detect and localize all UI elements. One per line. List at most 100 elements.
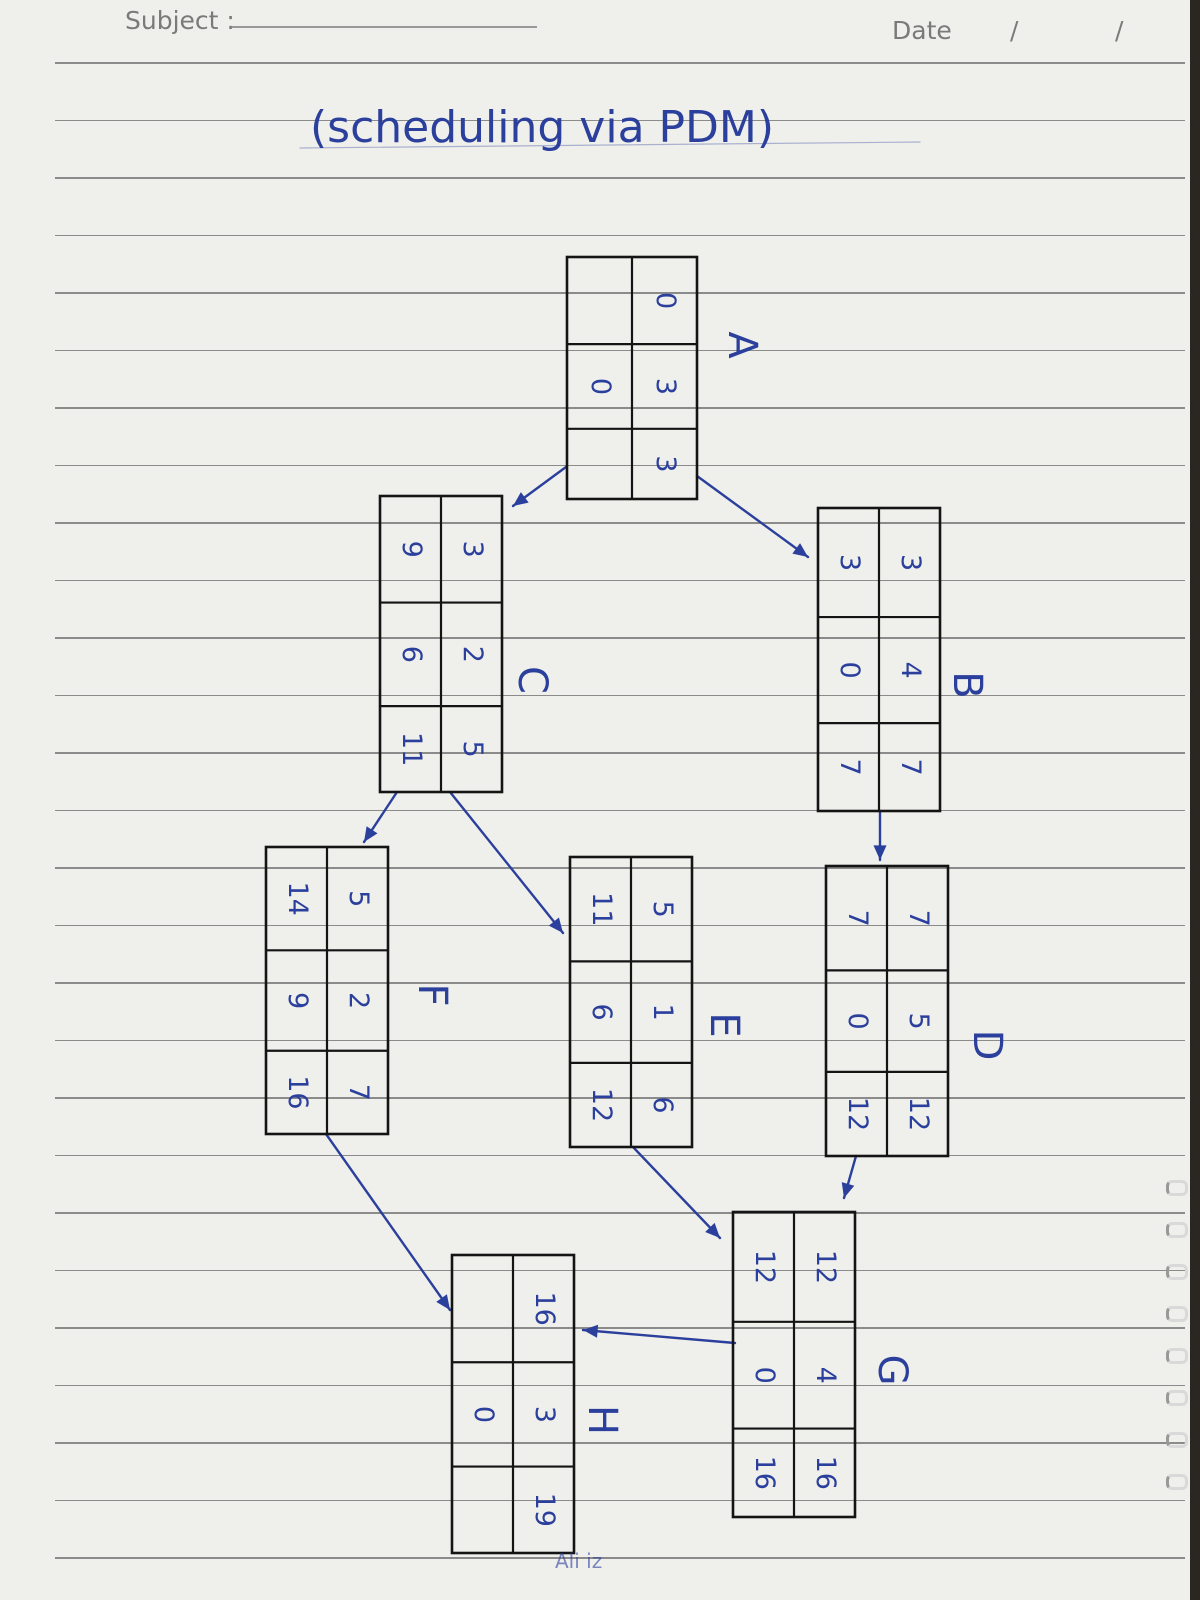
subject-label: Subject : (125, 6, 235, 35)
node-finish: 5 (457, 740, 488, 757)
node-late-finish: 7 (834, 758, 865, 775)
diagram-title: (scheduling via PDM) (310, 102, 774, 153)
arrow-e-to-g (631, 1145, 722, 1240)
ruled-line (55, 349, 1185, 351)
node-float: 9 (282, 992, 313, 1009)
ruled-line (55, 637, 1185, 639)
ruled-line (55, 1269, 1185, 1271)
node-finish: 16 (810, 1456, 841, 1490)
binding-ring (1166, 1390, 1188, 1406)
binding-ring (1166, 1306, 1188, 1322)
arrowhead (513, 492, 529, 506)
activity-nodes: 0330A347307B3259611C75127012D51611612E52… (264, 255, 1010, 1555)
node-late-start: 11 (586, 892, 617, 926)
node-label: H (579, 1405, 625, 1435)
ruled-line (55, 119, 1185, 121)
node-duration: 2 (457, 646, 488, 663)
ruled-line (55, 694, 1185, 696)
spiral-binding (1166, 1180, 1190, 1520)
node-float: 0 (585, 378, 616, 395)
node-start: 0 (650, 292, 681, 309)
arrowhead (841, 1182, 855, 1198)
node-float: 6 (396, 646, 427, 663)
arrowhead (583, 1324, 599, 1338)
ruled-line (55, 924, 1185, 926)
activity-node-c: 3 2 5 9 6 11 C (378, 494, 555, 794)
node-late-finish: 12 (842, 1097, 873, 1131)
node-label: B (944, 671, 990, 698)
ruled-line (55, 1097, 1185, 1099)
node-finish: 6 (647, 1096, 678, 1113)
arrowhead (436, 1294, 450, 1310)
node-finish: 12 (903, 1097, 934, 1131)
node-start: 12 (810, 1250, 841, 1284)
ruled-line (55, 464, 1185, 466)
ruled-line (55, 982, 1185, 984)
ruled-line (55, 292, 1185, 294)
node-start: 3 (895, 554, 926, 571)
node-start: 7 (903, 910, 934, 927)
node-late-finish: 16 (282, 1075, 313, 1109)
arrowhead (873, 845, 887, 860)
node-float: 0 (842, 1013, 873, 1030)
arrow-c-to-e (448, 790, 565, 935)
node-label: D (964, 1030, 1010, 1061)
node-finish: 19 (529, 1493, 560, 1527)
node-late-start: 9 (396, 541, 427, 558)
node-float: 0 (468, 1406, 499, 1423)
node-label: A (719, 331, 765, 359)
ruled-line (55, 579, 1185, 581)
ruled-line (55, 234, 1185, 236)
binding-ring (1166, 1180, 1188, 1196)
footer-mark: Ali iz (555, 1549, 602, 1573)
node-late-start: 7 (842, 910, 873, 927)
ruled-line (55, 1557, 1185, 1559)
dependency-arrows (324, 465, 887, 1345)
arrow-line (581, 1328, 737, 1345)
arrow-d-to-g (841, 1154, 858, 1200)
binding-ring (1166, 1264, 1188, 1280)
binding-ring (1166, 1222, 1188, 1238)
ruled-line (55, 1499, 1185, 1501)
node-late-finish: 11 (396, 732, 427, 766)
node-label: C (509, 666, 555, 694)
node-late-finish: 16 (749, 1456, 780, 1490)
node-label: G (869, 1355, 915, 1386)
ruled-line (55, 1154, 1185, 1156)
arrow-g-to-h (581, 1324, 737, 1345)
ruled-line (55, 1212, 1185, 1214)
arrow-line (324, 1132, 452, 1312)
activity-node-d: 7 5 12 7 0 12 D (824, 864, 1010, 1158)
arrow-line (448, 790, 565, 935)
node-start: 5 (647, 901, 678, 918)
arrowhead (792, 543, 808, 557)
date-separator: / (1010, 16, 1019, 45)
ruled-line (55, 522, 1185, 524)
ruled-line (55, 809, 1185, 811)
ruled-line (55, 1384, 1185, 1386)
arrow-a-to-b (695, 474, 810, 559)
arrow-b-to-d (873, 809, 887, 862)
node-label: F (409, 983, 455, 1006)
binding-ring (1166, 1474, 1188, 1490)
node-start: 5 (343, 890, 374, 907)
arrow-c-to-f (362, 790, 399, 844)
node-duration: 3 (650, 378, 681, 395)
node-start: 16 (529, 1291, 560, 1325)
arrow-line (695, 474, 810, 559)
ruled-line (55, 177, 1185, 179)
node-float: 0 (749, 1367, 780, 1384)
date-separator: / (1115, 16, 1124, 45)
node-start: 3 (457, 541, 488, 558)
ruled-line (55, 62, 1185, 64)
node-late-start: 14 (282, 881, 313, 915)
binding-ring (1166, 1432, 1188, 1448)
node-duration: 5 (903, 1013, 934, 1030)
